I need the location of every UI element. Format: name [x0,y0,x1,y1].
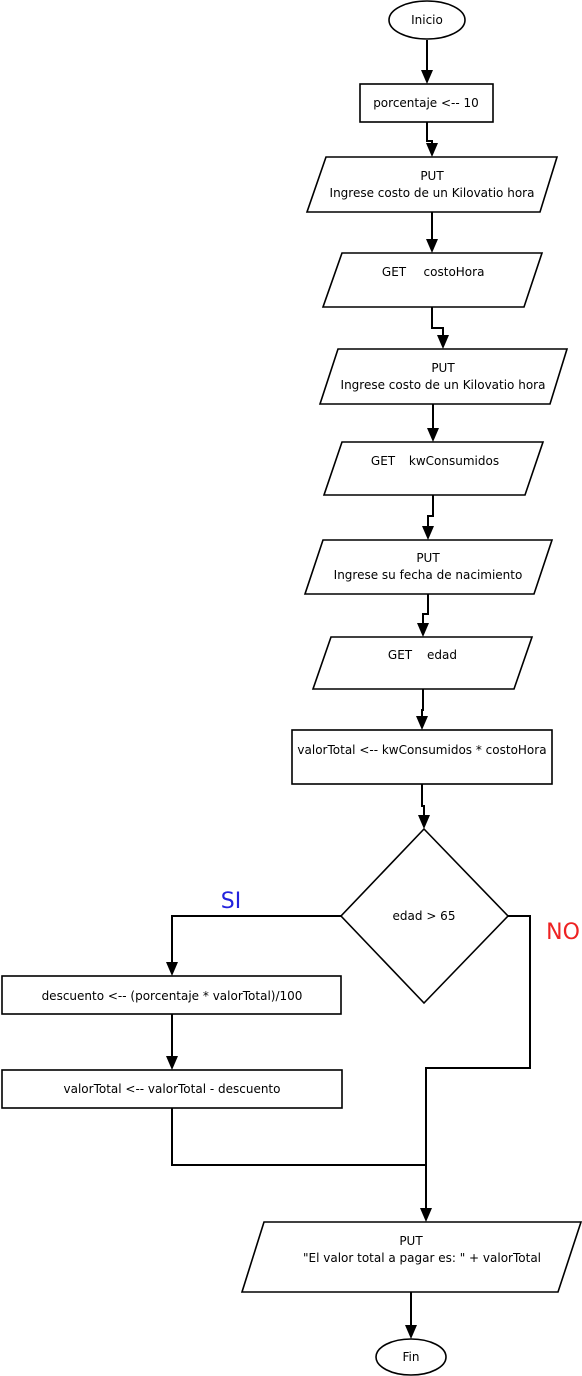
edge-valor-menos-merge [171,1108,426,1166]
put-message: Ingrese costo de un Kilovatio hora [341,378,546,392]
inicio-label: Inicio [411,13,443,27]
arrowhead [426,143,438,157]
put-keyword: PUT [431,361,455,375]
node-put-final: PUT "El valor total a pagar es: " + valo… [240,1221,582,1293]
process-shape [291,729,553,785]
valor-total-label: valorTotal <-- kwConsumidos * costoHora [297,743,546,757]
node-put-fecha: PUT Ingrese su fecha de nacimiento [303,539,554,595]
node-descuento: descuento <-- (porcentaje * valorTotal)/… [1,975,342,1015]
node-fin: Fin [375,1338,447,1376]
terminal-shape [388,0,466,40]
arrowhead [405,1325,417,1339]
process-shape [359,83,494,123]
edge-decision-no [425,915,531,1214]
arrowhead [166,962,178,976]
decision-shape [339,827,510,1005]
edge-get-kw-put-fecha [427,495,434,532]
put-message: Ingrese costo de un Kilovatio hora [330,186,535,200]
arrowhead [420,1208,432,1222]
arrowhead [421,70,433,84]
get-keyword: GET [388,648,413,662]
arrowhead [427,428,439,442]
put-message: Ingrese su fecha de nacimiento [334,568,523,582]
get-keyword: GET [382,265,407,279]
get-variable: kwConsumidos [409,454,499,468]
node-porcentaje: porcentaje <-- 10 [359,83,494,123]
valor-menos-label: valorTotal <-- valorTotal - descuento [64,1082,281,1096]
descuento-label: descuento <-- (porcentaje * valorTotal)/… [42,989,303,1003]
decision-label: edad > 65 [393,909,456,923]
edge-decision-si [171,915,341,968]
process-shape [1,1069,343,1109]
arrowhead [416,716,428,730]
terminal-shape [375,1338,447,1376]
arrowhead [426,239,438,253]
put-keyword: PUT [420,169,444,183]
arrowhead [418,815,430,829]
io-shape [321,252,544,308]
arrowhead [417,623,429,637]
node-valor-menos: valorTotal <-- valorTotal - descuento [1,1069,343,1109]
node-valor-total: valorTotal <-- kwConsumidos * costoHora [291,729,553,785]
io-shape [322,441,545,496]
process-shape [1,975,342,1015]
branch-label-no: NO [546,920,580,945]
edge-valor-total-decision [421,784,425,821]
node-get-kw: GET kwConsumidos [322,441,545,496]
node-get-costo: GET costoHora [321,252,544,308]
get-variable: edad [427,648,457,662]
edge-get-costo-put2 [431,307,444,341]
porcentaje-label: porcentaje <-- 10 [373,96,479,110]
node-put-costo-2: PUT Ingrese costo de un Kilovatio hora [318,348,569,405]
flow-edges [166,40,531,1339]
node-put-costo-1: PUT Ingrese costo de un Kilovatio hora [305,156,559,213]
fin-label: Fin [403,1350,420,1364]
edge-put-fecha-get-edad [422,594,429,629]
put-keyword: PUT [399,1234,423,1248]
node-get-edad: GET edad [311,636,534,690]
branch-label-si: SI [221,889,241,914]
put-keyword: PUT [416,551,440,565]
node-inicio: Inicio [388,0,466,40]
io-shape [303,539,554,595]
get-keyword: GET [371,454,396,468]
io-shape [318,348,569,405]
arrowhead [166,1056,178,1070]
node-decision: edad > 65 [339,827,510,1005]
get-variable: costoHora [424,265,485,279]
io-shape [311,636,534,690]
io-shape [305,156,559,213]
arrowhead [437,335,449,349]
put-message: "El valor total a pagar es: " + valorTot… [303,1251,541,1265]
arrowhead [422,526,434,540]
io-shape [240,1221,582,1293]
